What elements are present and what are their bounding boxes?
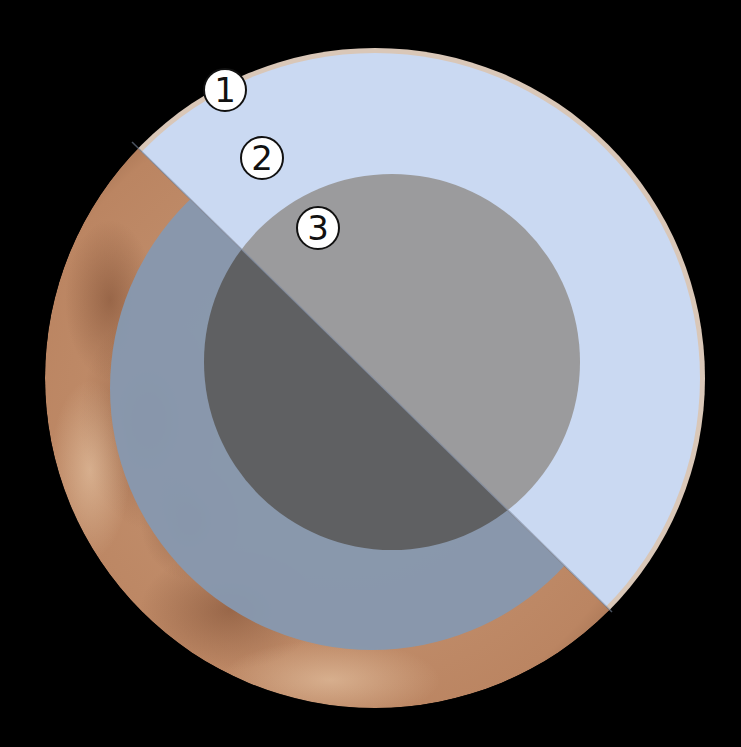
callout-number: 2: [240, 136, 284, 180]
callout-number: 3: [296, 206, 340, 250]
callout-number: 1: [203, 68, 247, 112]
